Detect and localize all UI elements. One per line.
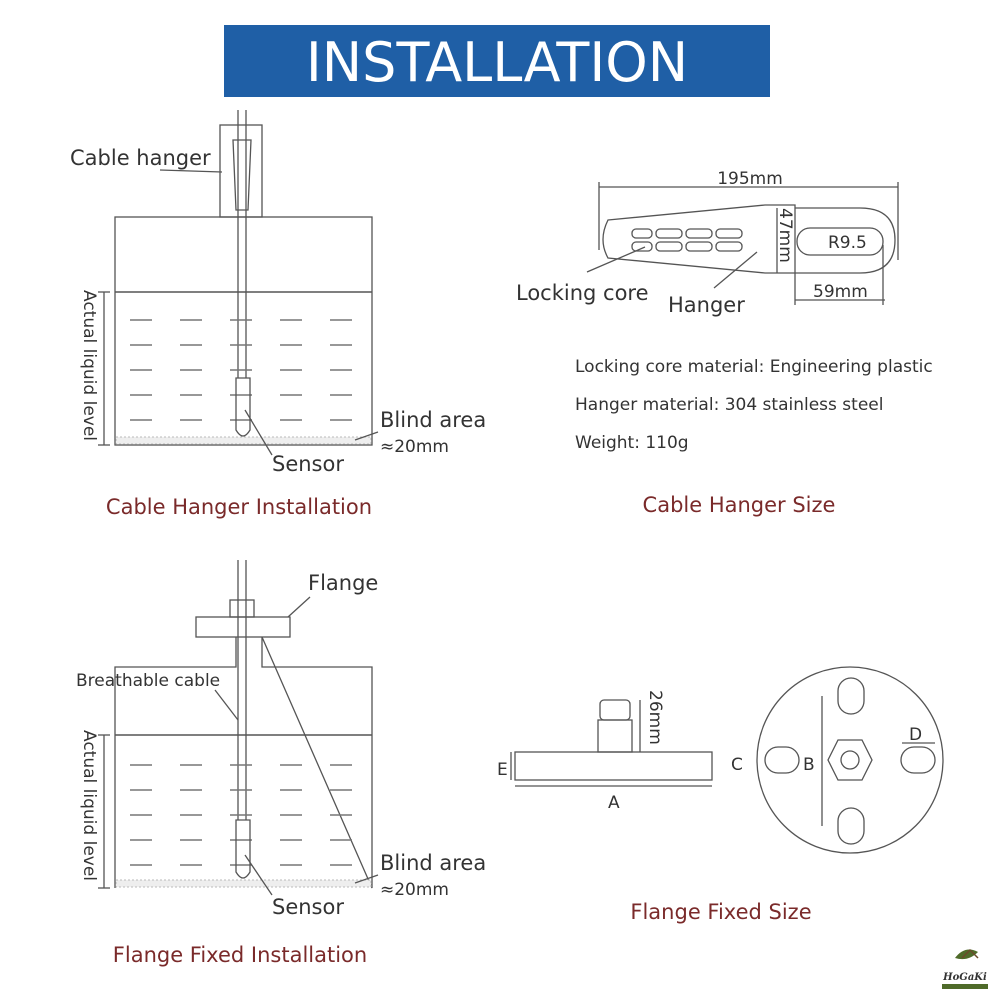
sensor-label: Sensor [272, 895, 344, 919]
flange-size-drawing [510, 666, 944, 854]
dimension-a: A [608, 793, 620, 813]
blind-area-value: ≈20mm [380, 880, 449, 900]
sensor-icon [235, 819, 251, 879]
dimension-d: D [909, 725, 922, 745]
cable-hanger-label: Cable hanger [70, 146, 211, 170]
locking-core-label: Locking core [516, 281, 649, 305]
height-dimension: 47mm [775, 208, 795, 263]
title-banner [224, 25, 770, 97]
svg-text:HoGaKi: HoGaKi [942, 972, 987, 983]
blind-area-label: Blind area [380, 408, 486, 432]
loop-length-dimension: 59mm [813, 282, 868, 302]
flange-icon [195, 616, 291, 638]
flange-installation-drawing [98, 560, 379, 896]
dimension-b: B [803, 755, 815, 775]
radius-dimension: R9.5 [828, 233, 867, 253]
blind-area-value: ≈20mm [380, 437, 449, 457]
length-dimension: 195mm [717, 169, 783, 189]
actual-liquid-level-label: Actual liquid level [79, 730, 99, 881]
sensor-icon [235, 377, 251, 437]
hogaki-logo: HoGaKi [942, 948, 988, 989]
hanger-label: Hanger [668, 293, 745, 317]
cable-hanger-icon [232, 139, 252, 211]
caption-cable-hanger-size: Cable Hanger Size [643, 493, 836, 517]
sensor-label: Sensor [272, 452, 344, 476]
caption-flange-installation: Flange Fixed Installation [113, 943, 367, 967]
dimension-e: E [497, 760, 508, 780]
dimension-c: C [731, 755, 743, 775]
actual-liquid-level-label: Actual liquid level [79, 290, 99, 441]
breathable-cable-label: Breathable cable [76, 671, 220, 691]
spec-weight: Weight: 110g [575, 433, 689, 453]
flange-label: Flange [308, 571, 378, 595]
caption-flange-size: Flange Fixed Size [630, 900, 811, 924]
page-title: INSTALLATION [306, 31, 688, 94]
blind-area-label: Blind area [380, 851, 486, 875]
cable-hanger-installation-drawing [98, 110, 379, 456]
nut-height-dimension: 26mm [645, 690, 665, 745]
caption-cable-hanger-installation: Cable Hanger Installation [106, 495, 372, 519]
cable-hanger-size-drawing [586, 182, 899, 305]
spec-hanger-material: Hanger material: 304 stainless steel [575, 395, 883, 415]
spec-locking-core: Locking core material: Engineering plast… [575, 357, 933, 377]
